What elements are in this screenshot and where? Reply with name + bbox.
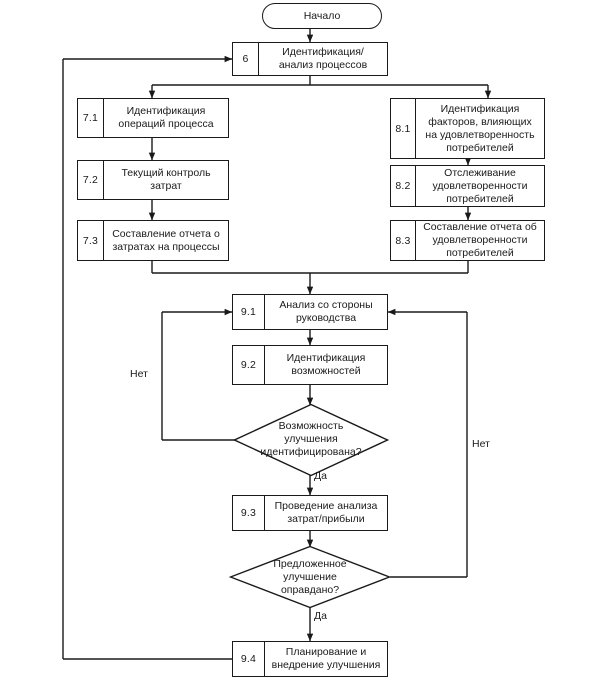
process-node-8-2-number: 8.2	[391, 166, 416, 206]
process-node-9-3-number: 9.3	[233, 496, 265, 530]
process-node-9-4-text: Планирование и внедрение улучшения	[271, 646, 381, 671]
decision-node-1-shape	[233, 403, 389, 477]
process-node-9-1: 9.1 Анализ со стороны руководства	[232, 294, 388, 330]
process-node-9-1-text: Анализ со стороны руководства	[279, 299, 373, 324]
edge-label-yes-second: Да	[314, 610, 327, 622]
process-node-8-3-number: 8.3	[391, 221, 416, 260]
start-terminator: Начало	[262, 3, 382, 29]
process-node-7-2-number: 7.2	[78, 161, 104, 199]
process-node-9-3-text: Проведение анализа затрат/прибыли	[274, 500, 378, 525]
start-label: Начало	[303, 10, 341, 22]
process-node-9-4: 9.4 Планирование и внедрение улучшения	[232, 641, 388, 677]
process-node-6: 6 Идентификация/ анализ процессов	[232, 42, 388, 76]
process-node-8-1-number: 8.1	[391, 99, 416, 158]
process-node-7-3-text: Составление отчета о затратах на процесс…	[112, 227, 220, 253]
process-node-7-2-text: Текущий контроль затрат	[121, 167, 211, 192]
process-node-8-1-text: Идентификация факторов, влияющих на удов…	[425, 102, 535, 154]
process-node-8-2-text: Отслеживание удовлетворенности потребите…	[432, 166, 528, 205]
process-node-9-3: 9.3 Проведение анализа затрат/прибыли	[232, 495, 388, 531]
process-node-8-3: 8.3 Составление отчета об удовлетворенно…	[390, 220, 545, 261]
process-node-8-3-text: Составление отчета об удовлетворенности …	[423, 221, 537, 259]
process-node-9-1-number: 9.1	[233, 295, 265, 329]
process-node-8-1: 8.1 Идентификация факторов, влияющих на …	[390, 98, 545, 159]
process-node-7-3: 7.3 Составление отчета о затратах на про…	[77, 220, 229, 261]
edge-label-no-right: Нет	[472, 438, 490, 450]
process-node-9-2-number: 9.2	[233, 346, 265, 384]
process-node-7-1-text: Идентификация операций процесса	[118, 105, 214, 130]
process-node-6-number: 6	[233, 43, 259, 75]
process-node-7-2: 7.2 Текущий контроль затрат	[77, 160, 229, 200]
edge-label-yes-first: Да	[314, 470, 327, 482]
edge-label-no-left: Нет	[130, 368, 148, 380]
process-node-7-1-number: 7.1	[78, 99, 104, 137]
decision-node-2-shape	[229, 545, 391, 609]
process-node-9-4-number: 9.4	[233, 642, 265, 676]
process-node-7-1: 7.1 Идентификация операций процесса	[77, 98, 229, 138]
process-node-9-2-text: Идентификация возможностей	[286, 352, 366, 377]
process-node-7-3-number: 7.3	[78, 221, 104, 260]
process-node-9-2: 9.2 Идентификация возможностей	[232, 345, 388, 385]
process-node-6-text: Идентификация/ анализ процессов	[278, 46, 368, 71]
process-node-8-2: 8.2 Отслеживание удовлетворенности потре…	[390, 165, 545, 207]
